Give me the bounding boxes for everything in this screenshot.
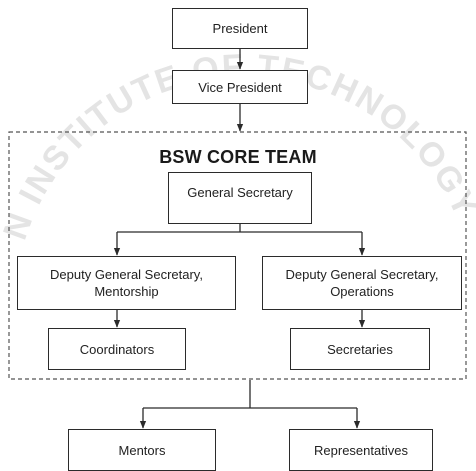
representatives-box: Representatives — [289, 429, 433, 471]
dgs-operations-box: Deputy General Secretary, Operations — [262, 256, 462, 310]
core-team-title: BSW CORE TEAM — [159, 147, 317, 167]
secretaries-box: Secretaries — [290, 328, 430, 370]
general-secretary-box: General Secretary — [168, 172, 312, 224]
coordinators-box: Coordinators — [48, 328, 186, 370]
core-team-frame — [8, 131, 467, 380]
dgs-mentorship-box: Deputy General Secretary, Mentorship — [17, 256, 236, 310]
vice-president-box: Vice President — [172, 70, 308, 104]
president-box: President — [172, 8, 308, 49]
mentors-box: Mentors — [68, 429, 216, 471]
